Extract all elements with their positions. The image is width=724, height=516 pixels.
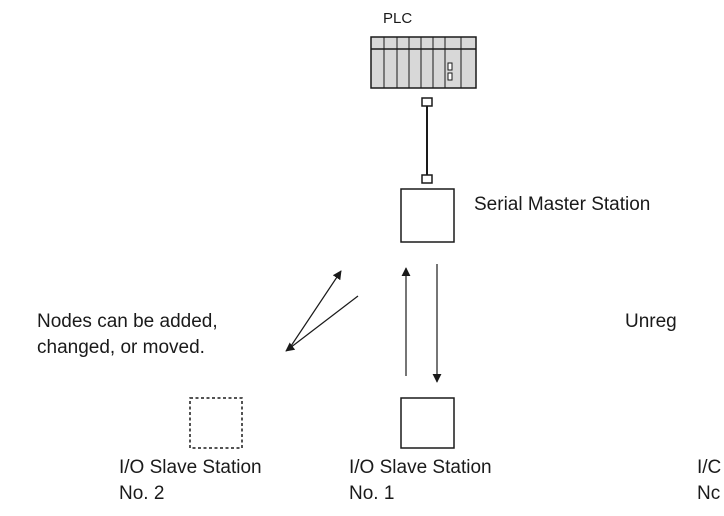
io-slave-station-2-box [189, 397, 243, 449]
note-arrow-up [288, 270, 342, 350]
plc-unit: PLC [370, 10, 477, 89]
plc-label: PLC [383, 10, 412, 27]
serial-master-station-box [400, 188, 455, 243]
plc-port-lower [447, 72, 453, 81]
io-slave-station-2-label-line-2: No. 2 [119, 483, 164, 504]
plc-module-dividers [383, 37, 462, 88]
io-slave-station-2-label-line-1: I/O Slave Station [119, 457, 262, 478]
plc-master-cable [421, 97, 433, 184]
plc-rack [370, 36, 477, 89]
serial-master-station-label: Serial Master Station [474, 194, 650, 215]
note-line-2: changed, or moved. [37, 337, 205, 358]
unregistered-label: Unreg [625, 311, 677, 332]
cable-connector-bottom [421, 174, 433, 184]
io-slave-station-1-label-line-2: No. 1 [349, 483, 394, 504]
note-arrow-down [285, 295, 359, 352]
cable-connector-top [421, 97, 433, 107]
io-slave-station-3-label-line-1: I/C [697, 457, 721, 478]
io-slave-station-1-label-line-1: I/O Slave Station [349, 457, 492, 478]
io-slave-station-1-box [400, 397, 455, 449]
plc-port-upper [447, 62, 453, 71]
io-slave-station-3-label-line-2: Nc [697, 483, 720, 504]
note-line-1: Nodes can be added, [37, 311, 218, 332]
